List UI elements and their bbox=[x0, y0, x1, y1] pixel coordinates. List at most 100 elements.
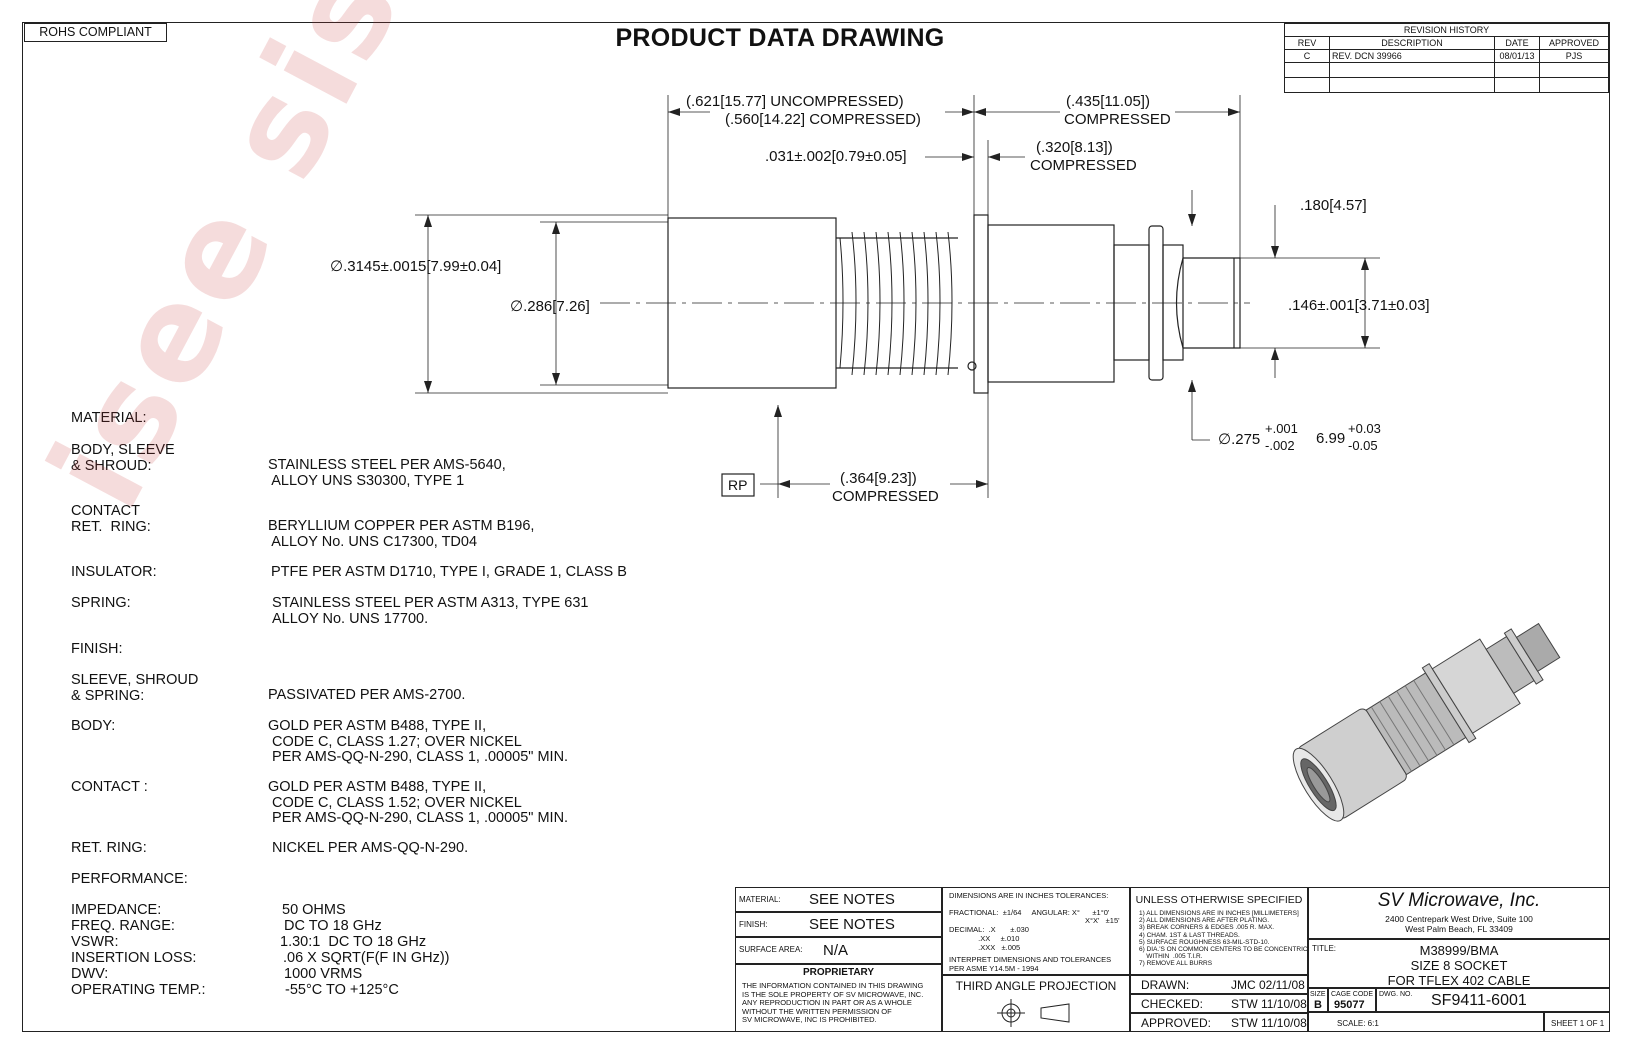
dim-mid-length: (.320[8.13]) bbox=[1036, 139, 1113, 156]
perf-label: IMPEDANCE: bbox=[71, 902, 162, 918]
tb-finish-label: FINISH: bbox=[739, 920, 768, 929]
page-title: PRODUCT DATA DRAWING bbox=[615, 24, 945, 52]
perf-label: INSERTION LOSS: bbox=[71, 950, 197, 966]
tb-size-value: B bbox=[1314, 999, 1322, 1011]
dim-overall-compressed: (.560[14.22] COMPRESSED) bbox=[725, 111, 921, 128]
tb-cage-value: 95077 bbox=[1334, 999, 1365, 1011]
dim-overall-uncompressed-text: .621[15.77] UNCOMPRESSED) bbox=[691, 93, 904, 110]
dim-open-paren: ( bbox=[686, 93, 691, 110]
finish-header: FINISH: bbox=[71, 641, 123, 657]
dim-body-diameter: ∅.275 bbox=[1218, 431, 1261, 448]
tb-title-line3: FOR TFLEX 402 CABLE bbox=[1387, 973, 1531, 988]
tb-unless-notes: 1) ALL DIMENSIONS ARE IN INCHES [MILLIME… bbox=[1139, 910, 1308, 968]
rohs-label: ROHS COMPLIANT bbox=[24, 23, 167, 42]
finish-label: SLEEVE, SHROUD & SPRING: bbox=[71, 672, 199, 704]
dim-body-mm-plus: +0.03 bbox=[1348, 421, 1381, 436]
dim-pin-diameter: .146±.001[3.71±0.03] bbox=[1288, 297, 1430, 314]
tb-checked-label: CHECKED: bbox=[1141, 997, 1204, 1011]
tb-material-label: MATERIAL: bbox=[739, 895, 781, 904]
projection-symbol-icon bbox=[997, 999, 1070, 1027]
tb-sheet-cell: SHEET 1 OF 1 bbox=[1544, 1012, 1610, 1032]
tb-tol-header: DIMENSIONS ARE IN INCHES TOLERANCES: bbox=[949, 891, 1109, 900]
tb-checked-value: STW 11/10/08 bbox=[1231, 997, 1307, 1011]
tb-material-value: SEE NOTES bbox=[809, 891, 895, 908]
dim-mid-length-sub: COMPRESSED bbox=[1030, 157, 1137, 174]
tb-projection-cell: THIRD ANGLE PROJECTION bbox=[942, 975, 1130, 1032]
tb-approved-row: APPROVED: STW 11/10/08 bbox=[1130, 1013, 1308, 1032]
perf-value: 1.30:1 DC TO 18 GHz bbox=[280, 934, 427, 950]
perf-label: FREQ. RANGE: bbox=[71, 918, 175, 934]
tb-title-line1: M38999/BMA bbox=[1419, 943, 1499, 958]
tb-company-cell: SV Microwave, Inc. 2400 Centrepark West … bbox=[1308, 887, 1610, 939]
dim-hex-length: .180[4.57] bbox=[1300, 197, 1367, 214]
note-value: BERYLLIUM COPPER PER ASTM B196, ALLOY No… bbox=[268, 518, 535, 550]
tb-unless-cell: UNLESS OTHERWISE SPECIFIED 1) ALL DIMENS… bbox=[1130, 887, 1308, 975]
dim-body-mm-minus: -0.05 bbox=[1348, 438, 1378, 453]
perf-value: DC TO 18 GHz bbox=[284, 918, 382, 934]
tb-dwg-value: SF9411-6001 bbox=[1431, 992, 1527, 1009]
connector-3d-illustration bbox=[1292, 622, 1561, 822]
tb-finish-cell: FINISH: SEE NOTES bbox=[735, 912, 942, 937]
company-address2: West Palm Beach, FL 33409 bbox=[1405, 924, 1513, 934]
perf-value: 1000 VRMS bbox=[284, 966, 363, 982]
tb-cage-cell: CAGE CODE 95077 bbox=[1328, 988, 1376, 1012]
tb-unless-title: UNLESS OTHERWISE SPECIFIED bbox=[1135, 894, 1303, 906]
note-value: STAINLESS STEEL PER AMS-5640, ALLOY UNS … bbox=[268, 457, 506, 489]
rev-cell bbox=[1539, 77, 1609, 93]
finish-label: RET. RING: bbox=[71, 840, 147, 856]
dim-body-tol-plus: +.001 bbox=[1265, 421, 1298, 436]
tb-approved-label: APPROVED: bbox=[1141, 1016, 1212, 1030]
tb-drawn-value: JMC 02/11/08 bbox=[1231, 978, 1305, 992]
finish-value: NICKEL PER AMS-QQ-N-290. bbox=[268, 840, 469, 856]
perf-value: .06 X SQRT(F(F IN GHz)) bbox=[283, 950, 450, 966]
perf-label: VSWR: bbox=[71, 934, 119, 950]
tb-surface-label: SURFACE AREA: bbox=[739, 945, 803, 954]
dim-right-length: (.435[11.05]) bbox=[1066, 93, 1150, 110]
tb-material-cell: MATERIAL: SEE NOTES bbox=[735, 887, 942, 912]
dim-body-tol-minus: -.002 bbox=[1265, 438, 1295, 453]
tb-title-label: TITLE: bbox=[1312, 944, 1337, 953]
tb-size-label: SIZE bbox=[1310, 991, 1326, 998]
tb-dwg-cell: DWG. NO. SF9411-6001 bbox=[1376, 988, 1610, 1012]
tb-title-line2: SIZE 8 SOCKET bbox=[1410, 958, 1508, 973]
perf-value: 50 OHMS bbox=[282, 902, 346, 918]
note-value: PTFE PER ASTM D1710, TYPE I, GRADE 1, CL… bbox=[271, 564, 627, 580]
tb-proprietary-text: THE INFORMATION CONTAINED IN THIS DRAWIN… bbox=[742, 981, 924, 1024]
dim-right-length-sub: COMPRESSED bbox=[1064, 111, 1171, 128]
tb-sheet-value: SHEET 1 OF 1 bbox=[1551, 1019, 1605, 1028]
dim-inner-diameter: ∅.286[7.26] bbox=[510, 298, 590, 315]
performance-header: PERFORMANCE: bbox=[71, 871, 188, 887]
finish-value: PASSIVATED PER AMS-2700. bbox=[268, 687, 466, 703]
dim-outer-diameter: ∅.3145±.0015[7.99±0.04] bbox=[330, 258, 502, 275]
dim-body-mm: 6.99 bbox=[1316, 430, 1346, 447]
dim-rp-length-sub: COMPRESSED bbox=[832, 488, 939, 505]
dim-rp-length: (.364[9.23]) bbox=[840, 470, 917, 487]
note-value: STAINLESS STEEL PER ASTM A313, TYPE 631 … bbox=[272, 595, 589, 627]
perf-value: -55°C TO +125°C bbox=[285, 982, 399, 998]
tb-proprietary-cell: PROPRIETARY THE INFORMATION CONTAINED IN… bbox=[735, 964, 942, 1032]
tb-approved-value: STW 11/10/08 bbox=[1231, 1016, 1307, 1030]
finish-value: GOLD PER ASTM B488, TYPE II, CODE C, CLA… bbox=[268, 779, 569, 826]
dim-flange-thickness: .031±.002[0.79±0.05] bbox=[765, 148, 907, 165]
tb-tol-angular: X°X' ±15' bbox=[1085, 916, 1120, 925]
finish-label: BODY: bbox=[71, 718, 116, 734]
sleeve-outline bbox=[667, 217, 837, 389]
tb-finish-value: SEE NOTES bbox=[809, 916, 895, 933]
tb-proprietary-title: PROPRIETARY bbox=[802, 967, 875, 978]
tb-tolerance-cell: DIMENSIONS ARE IN INCHES TOLERANCES: FRA… bbox=[942, 887, 1130, 975]
tb-projection-label: THIRD ANGLE PROJECTION bbox=[955, 979, 1117, 993]
tb-title-cell: TITLE: M38999/BMA SIZE 8 SOCKET FOR TFLE… bbox=[1308, 939, 1610, 988]
tb-cage-label: CAGE CODE bbox=[1331, 991, 1374, 998]
rp-reference-label: RP bbox=[728, 477, 748, 493]
tb-drawn-row: DRAWN: JMC 02/11/08 bbox=[1130, 975, 1308, 994]
revision-table: REVISION HISTORY REV DESCRIPTION DATE AP… bbox=[1284, 23, 1609, 93]
company-name: SV Microwave, Inc. bbox=[1377, 890, 1541, 911]
finish-value: GOLD PER ASTM B488, TYPE II, CODE C, CLA… bbox=[268, 718, 569, 765]
tb-tol-interpret: INTERPRET DIMENSIONS AND TOLERANCES PER … bbox=[949, 955, 1112, 973]
note-label: BODY, SLEEVE & SHROUD: bbox=[71, 442, 175, 474]
note-label: CONTACT RET. RING: bbox=[71, 503, 151, 535]
tb-surface-value: N/A bbox=[823, 942, 849, 959]
perf-label: OPERATING TEMP.: bbox=[71, 982, 206, 998]
company-address1: 2400 Centrepark West Drive, Suite 100 bbox=[1385, 914, 1533, 924]
